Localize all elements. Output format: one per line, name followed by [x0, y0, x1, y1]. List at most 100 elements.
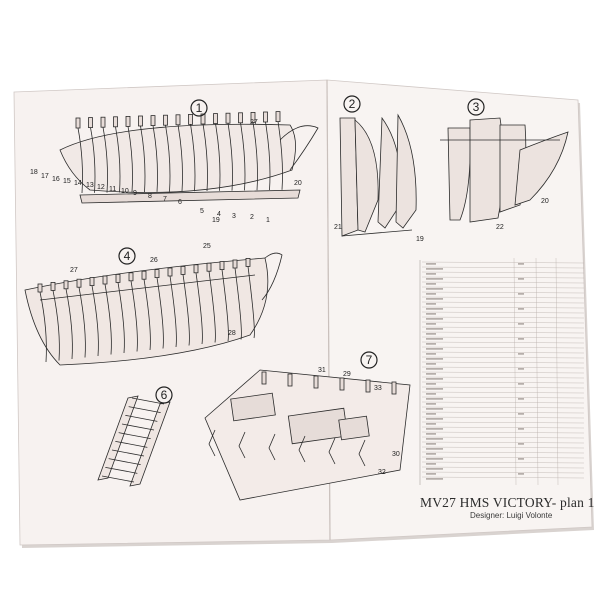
table-row-line — [421, 431, 585, 434]
callout-fig1: 3 — [232, 213, 236, 220]
frame-rib — [215, 123, 221, 191]
table-cell-text — [426, 468, 443, 470]
table-cell-text — [426, 303, 436, 305]
table-cell-text — [426, 388, 443, 390]
table-row-line — [421, 326, 585, 329]
ladder-rung — [111, 449, 145, 457]
table-cell-text — [426, 318, 443, 320]
table-cell-text — [518, 323, 524, 325]
beam-stub — [365, 379, 371, 393]
table-row-line — [421, 456, 585, 459]
ladder-rung — [121, 423, 155, 431]
frame-rib — [240, 122, 246, 191]
table-cell-text — [426, 443, 436, 445]
table-cell-text — [426, 348, 443, 350]
frame-top — [263, 111, 268, 123]
table-cell-text — [518, 263, 524, 265]
callout-fig2: 21 — [334, 224, 342, 231]
frame-top — [232, 259, 238, 269]
table-cell-text — [426, 338, 443, 340]
frame-top — [245, 257, 251, 267]
table-cell-text — [426, 268, 443, 270]
deck-post — [328, 437, 336, 465]
frame-rib — [195, 272, 203, 345]
callout-fig1: 1 — [266, 217, 270, 224]
table-row-line — [421, 291, 585, 294]
callout-fig1: 14 — [74, 180, 82, 187]
figure-6-ladder — [97, 395, 171, 487]
beam-stub — [391, 381, 397, 395]
table-row-line — [421, 331, 585, 334]
callout-fig7: 33 — [374, 385, 382, 392]
callout-fig1: 15 — [63, 178, 71, 185]
table-row-line — [421, 311, 585, 314]
callout-fig1: 5 — [200, 208, 204, 215]
table-cell-text — [426, 428, 443, 430]
deck-post — [268, 433, 276, 461]
frame-rib — [277, 121, 283, 190]
table-row-line — [421, 476, 585, 479]
frame-top — [115, 273, 121, 283]
ladder-rung — [128, 406, 161, 414]
deck-post — [238, 431, 246, 459]
table-cell-text — [518, 338, 524, 340]
frame-top — [180, 265, 186, 275]
table-cell-text — [426, 273, 436, 275]
deck-post — [298, 435, 306, 463]
table-row-line — [421, 406, 585, 409]
table-row-line — [421, 321, 585, 324]
plan-title: MV27 HMS VICTORY- plan 1 — [420, 495, 595, 510]
frame-top — [89, 277, 95, 287]
frame-top — [128, 272, 134, 282]
table-cell-text — [426, 293, 436, 295]
figure-number-6: 6 — [155, 386, 173, 404]
frame-rib — [52, 290, 60, 361]
frame-rib — [165, 125, 171, 192]
table-cell-text — [426, 398, 443, 400]
table-cell-text — [426, 328, 443, 330]
callout-fig1: 11 — [109, 186, 116, 193]
table-row-line — [421, 271, 585, 274]
frame-top — [76, 278, 82, 288]
frame-top — [125, 116, 131, 127]
frame-top — [193, 264, 199, 274]
frame-top — [88, 117, 93, 128]
table-row-line — [421, 436, 585, 439]
table-cell-text — [518, 383, 524, 385]
beam-stub — [287, 373, 293, 387]
frame-top — [102, 275, 108, 285]
table-cell-text — [426, 373, 436, 375]
figure-number-6-text: 6 — [161, 388, 168, 402]
table-row-line — [421, 301, 585, 304]
table-row-line — [421, 266, 585, 269]
frame-top — [50, 281, 56, 291]
table-cell-text — [426, 473, 436, 475]
table-cell-text — [426, 313, 436, 315]
frame-top — [225, 112, 231, 124]
table-cell-text — [518, 353, 524, 355]
figure-number-3-text: 3 — [473, 100, 480, 114]
figure-number-1-text: 1 — [196, 101, 203, 115]
frame-rib — [115, 126, 121, 193]
callout-fig4: 28 — [228, 330, 236, 337]
table-cell-text — [518, 368, 524, 370]
table-cell-text — [426, 383, 436, 385]
ladder-rung — [108, 458, 141, 466]
table-row-line — [421, 471, 585, 474]
table-cell-text — [518, 413, 524, 415]
frame-top — [150, 115, 156, 126]
ladder-rung — [118, 432, 151, 440]
callout-fig2: 19 — [416, 236, 424, 243]
callout-fig7: 31 — [318, 367, 326, 374]
table-row-line — [421, 341, 585, 344]
table-cell-text — [426, 423, 436, 425]
table-cell-text — [426, 353, 436, 355]
frame-rib — [182, 274, 190, 346]
callout-fig4: 27 — [70, 267, 78, 274]
frame-top — [206, 262, 212, 272]
table-cell-text — [426, 358, 443, 360]
figure-2-bow-framing — [339, 113, 417, 237]
table-cell-text — [426, 343, 436, 345]
callout-fig1: 2 — [250, 214, 254, 221]
callout-fig1: 13 — [86, 182, 94, 189]
